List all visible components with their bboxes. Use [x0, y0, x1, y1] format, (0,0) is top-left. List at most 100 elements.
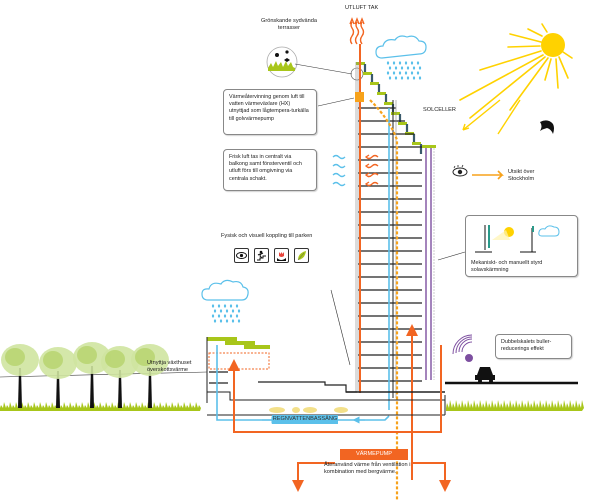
raindrop: [223, 314, 227, 318]
raindrop: [229, 314, 233, 318]
sun-icon: [459, 23, 573, 119]
green-terrace-step: [384, 102, 393, 105]
raindrop: [392, 71, 396, 75]
raindrop: [229, 304, 233, 308]
greenhouse-label: Utnyttja växthuset överskottsvärme: [147, 360, 192, 374]
fresh-air-wave: [332, 163, 346, 169]
heat-recovery-label: Återanvänd värme från ventilation i komb…: [324, 462, 411, 476]
raindrop: [404, 71, 408, 75]
raindrop: [237, 309, 241, 313]
green-terrace-illustration: [266, 46, 364, 81]
tree-canopy: [5, 348, 25, 366]
fresh-air-wave: [332, 181, 346, 187]
green-terrace-step: [398, 122, 407, 125]
raindrop: [225, 309, 229, 313]
rainwater-tank-label: REGNVATTENBASSÄNG: [272, 415, 338, 424]
tree-trunk: [56, 371, 60, 408]
heat-recovery-callout: Värmeåtervinning genom luft till vatten …: [223, 89, 317, 135]
tree-canopy: [43, 351, 63, 369]
raindrop: [418, 76, 422, 80]
tree-trunk: [148, 368, 152, 408]
raindrop: [388, 66, 392, 70]
raindrop: [213, 319, 217, 323]
green-terrace-step: [391, 112, 400, 115]
raindrop: [406, 66, 410, 70]
exhaust-heat-waves-icon: [349, 17, 365, 45]
raindrop: [418, 66, 422, 70]
leaf-icon: [297, 251, 306, 261]
raindrop: [398, 61, 402, 65]
noise-waves-icon: [452, 334, 473, 362]
raindrop: [211, 314, 215, 318]
raindrop: [219, 309, 223, 313]
raindrop: [231, 309, 235, 313]
park-icon-runner: [254, 248, 269, 263]
view-arrow: [472, 170, 504, 180]
cloud-rain-left-icon: [201, 279, 249, 323]
raindrop: [404, 61, 408, 65]
tree-trunk: [90, 366, 94, 408]
grass: [0, 400, 584, 411]
raindrop: [400, 76, 404, 80]
raindrop: [416, 61, 420, 65]
raindrop: [416, 71, 420, 75]
car-icon: [475, 367, 495, 383]
sunshade-illustration: [475, 225, 560, 253]
heat-pump-arrows: [292, 462, 451, 492]
raindrop: [392, 61, 396, 65]
tree-canopy: [105, 350, 125, 368]
grass-strip: [0, 402, 201, 411]
tree-trunk: [18, 368, 22, 408]
park-connection-label: Fysisk och visuell koppling till parken: [221, 233, 313, 239]
green-terrace-step: [377, 92, 386, 95]
fresh-air-wave: [332, 154, 346, 160]
tree-canopy: [135, 348, 155, 366]
eye-icon: [452, 164, 468, 177]
exhaust-air-wave: [364, 172, 379, 178]
raindrop: [410, 71, 414, 75]
raindrop: [394, 76, 398, 80]
raindrop: [406, 76, 410, 80]
tree-canopy: [77, 346, 97, 364]
exhaust-air-wave: [364, 181, 379, 187]
cloud-rain-icon: [375, 35, 427, 80]
raindrop: [223, 304, 227, 308]
green-terrace-step: [370, 82, 379, 85]
raindrop: [235, 304, 239, 308]
heat-pump-label: VÄRMEPUMP: [340, 449, 408, 460]
grass-strip: [446, 400, 584, 411]
park-icon-leaf: [294, 248, 309, 263]
park-icon-eye: [234, 248, 249, 263]
terraces-label: Grönskande sydvända terrasser: [261, 18, 317, 32]
raindrop: [235, 314, 239, 318]
raindrop: [217, 314, 221, 318]
raindrop: [219, 319, 223, 323]
raindrop: [217, 304, 221, 308]
park-icon-tulip: [274, 248, 289, 263]
raindrop: [400, 66, 404, 70]
raindrop: [211, 304, 215, 308]
solar-cells-label: SOLCELLER: [423, 107, 456, 113]
raindrop: [237, 319, 241, 323]
raindrop: [394, 66, 398, 70]
park-trees: [1, 342, 169, 408]
tulip-icon: [277, 252, 286, 261]
tree-trunk: [118, 370, 122, 408]
green-terrace-step: [422, 145, 436, 148]
raindrop: [231, 319, 235, 323]
raindrop: [213, 309, 217, 313]
noise-reduction-callout: Dubbelskalets buller-reducerings effekt: [495, 334, 572, 359]
green-terrace-step: [412, 142, 421, 145]
view-label: Utsikt över Stockholm: [508, 169, 535, 183]
raindrop: [412, 66, 416, 70]
raindrop: [225, 319, 229, 323]
exhaust-air-wave: [364, 163, 379, 169]
exhaust-air-wave: [364, 154, 379, 160]
fresh-air-waves: [332, 154, 379, 187]
fresh-air-wave: [332, 172, 346, 178]
sun-ray-arrows: [462, 99, 521, 135]
exhaust-roof-label: UTLUFT TAK: [345, 5, 379, 11]
fresh-air-callout: Frisk luft tas in centralt via balkong s…: [223, 149, 317, 191]
green-terrace-step: [363, 72, 372, 75]
